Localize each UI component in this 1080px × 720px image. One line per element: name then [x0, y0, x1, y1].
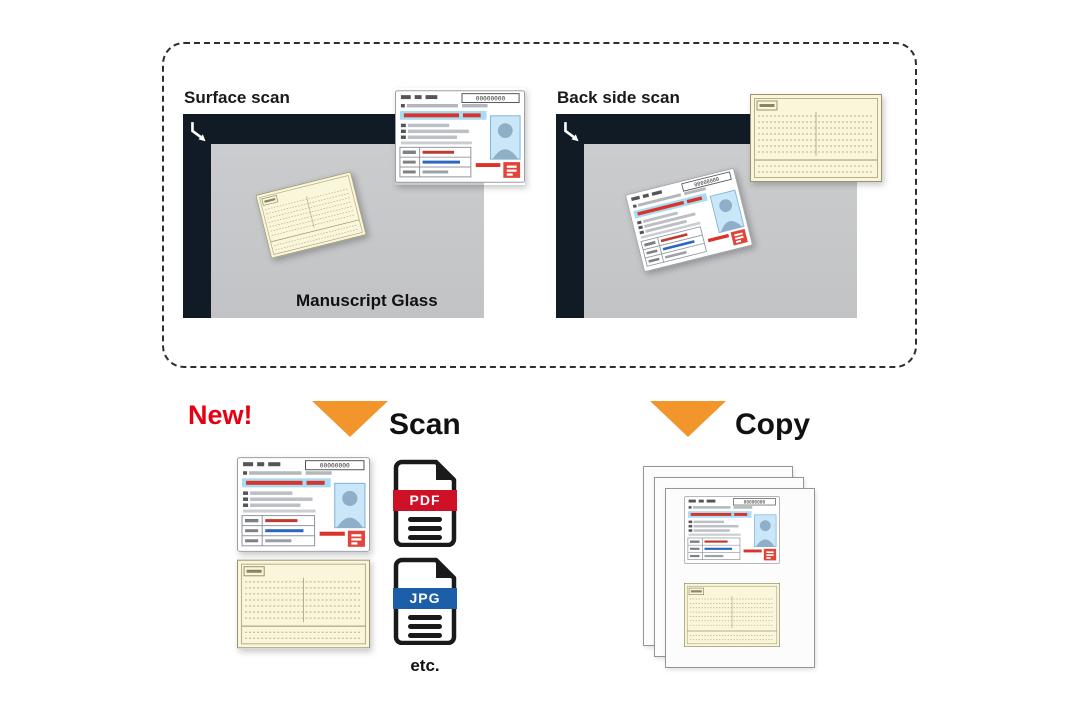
pdf-banner: PDF — [393, 490, 457, 511]
jpg-file-icon: JPG — [393, 557, 457, 645]
copy-page-front — [665, 488, 815, 668]
pdf-file-icon: PDF — [393, 459, 457, 547]
new-badge: New! — [188, 400, 253, 430]
license-front-card — [395, 88, 525, 185]
scan-label: Scan — [389, 408, 461, 441]
corner-arrow-icon — [187, 120, 211, 144]
copied-back-card — [680, 583, 784, 647]
copied-front-card — [683, 496, 781, 564]
corner-arrow-icon — [560, 120, 584, 144]
manuscript-glass-label: Manuscript Glass — [296, 291, 438, 310]
file-text-lines — [393, 517, 457, 544]
scanned-back-card — [237, 559, 370, 649]
copy-label: Copy — [735, 408, 810, 441]
jpg-banner: JPG — [393, 588, 457, 609]
back-side-scan-title: Back side scan — [557, 88, 680, 107]
down-triangle-icon — [312, 401, 388, 437]
down-triangle-icon — [650, 401, 726, 437]
file-text-lines — [393, 615, 457, 642]
copy-pages-stack — [643, 466, 815, 671]
etc-label: etc. — [410, 656, 440, 675]
scan-steps-box — [162, 42, 917, 368]
scanned-front-card — [237, 457, 370, 552]
surface-scan-title: Surface scan — [184, 88, 290, 107]
license-back-card — [750, 94, 882, 182]
